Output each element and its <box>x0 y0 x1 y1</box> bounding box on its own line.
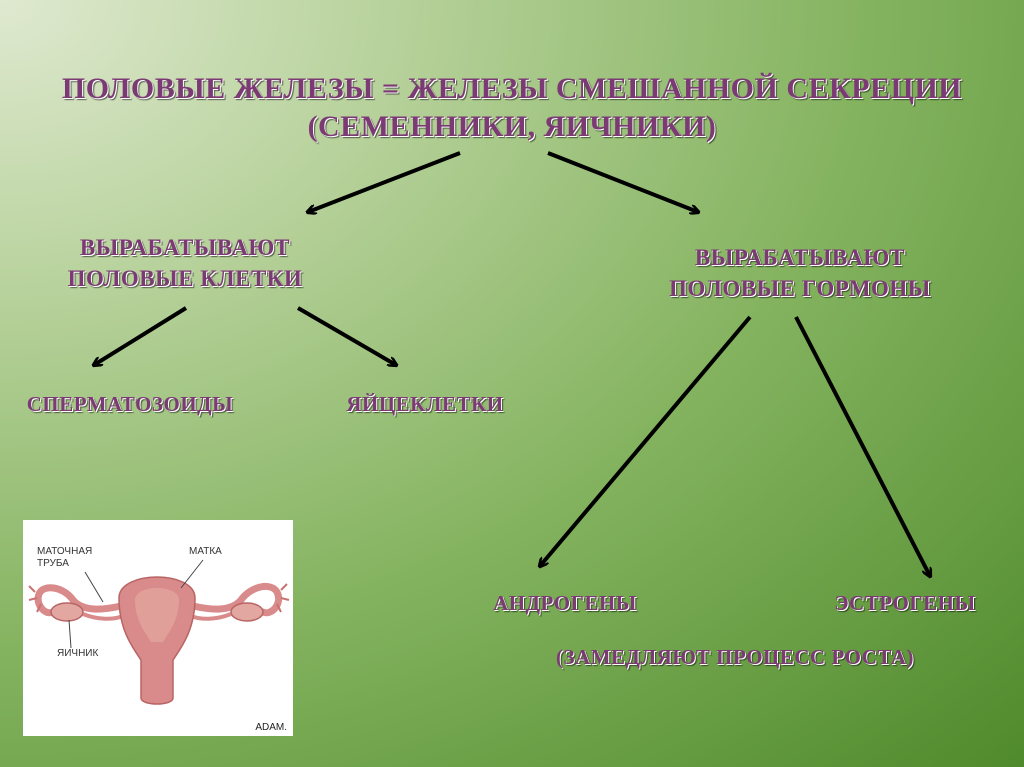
leaf-estrogens: ЭСТРОГЕНЫ <box>834 591 976 615</box>
branch-hormones-line-1: ВЫРАБАТЫВАЮТ <box>694 245 906 270</box>
growth-note: (ЗАМЕДЛЯЮТ ПРОЦЕСС РОСТА) <box>555 645 915 669</box>
leaf-androgens: АНДРОГЕНЫ <box>493 591 637 615</box>
right-ovary <box>230 602 264 622</box>
branch-cells-line-2: ПОЛОВЫЕ КЛЕТКИ <box>67 266 303 291</box>
label-fallopian-tube-line-2: ТРУБА <box>37 558 69 569</box>
diagram-title: ПОЛОВЫЕ ЖЕЛЕЗЫ = ЖЕЛЕЗЫ СМЕШАННОЙ СЕКРЕЦ… <box>40 70 984 146</box>
arrow-to-androgens <box>540 315 752 566</box>
label-fallopian-tube: МАТОЧНАЯ ТРУБА <box>37 546 92 570</box>
arrow-to-estrogens <box>794 316 930 576</box>
leaf-spermatozoa: СПЕРМАТОЗОИДЫ <box>26 392 234 416</box>
uterus-drawing <box>28 559 290 705</box>
arrow-to-sperm <box>94 306 188 365</box>
title-line-1: ПОЛОВЫЕ ЖЕЛЕЗЫ = ЖЕЛЕЗЫ СМЕШАННОЙ СЕКРЕЦ… <box>61 72 963 105</box>
arrow-to-hormones <box>547 151 698 212</box>
branch-hormones-line-2: ПОЛОВЫЕ ГОРМОНЫ <box>669 276 931 301</box>
label-uterus: МАТКА <box>189 546 222 557</box>
left-fallopian-tube <box>34 584 125 617</box>
arrow-to-cells <box>308 151 461 212</box>
leaf-egg-cells: ЯЙЦЕКЛЕТКИ <box>346 392 504 416</box>
branch-sex-hormones: ВЫРАБАТЫВАЮТ ПОЛОВЫЕ ГОРМОНЫ <box>640 242 960 304</box>
uterus-illustration: МАТОЧНАЯ ТРУБА МАТКА ЯИЧНИК ADAM. <box>23 520 293 736</box>
branch-sex-cells: ВЫРАБАТЫВАЮТ ПОЛОВЫЕ КЛЕТКИ <box>40 232 330 294</box>
title-line-2: (СЕМЕННИКИ, ЯИЧНИКИ) <box>307 110 717 143</box>
label-ovary: ЯИЧНИК <box>57 648 99 659</box>
right-fallopian-tube <box>189 582 282 617</box>
adam-logo: ADAM. <box>255 722 287 733</box>
arrow-to-eggs <box>296 306 396 365</box>
label-fallopian-tube-line-1: МАТОЧНАЯ <box>37 546 93 557</box>
branch-cells-line-1: ВЫРАБАТЫВАЮТ <box>79 235 291 260</box>
left-ovary <box>50 602 84 622</box>
